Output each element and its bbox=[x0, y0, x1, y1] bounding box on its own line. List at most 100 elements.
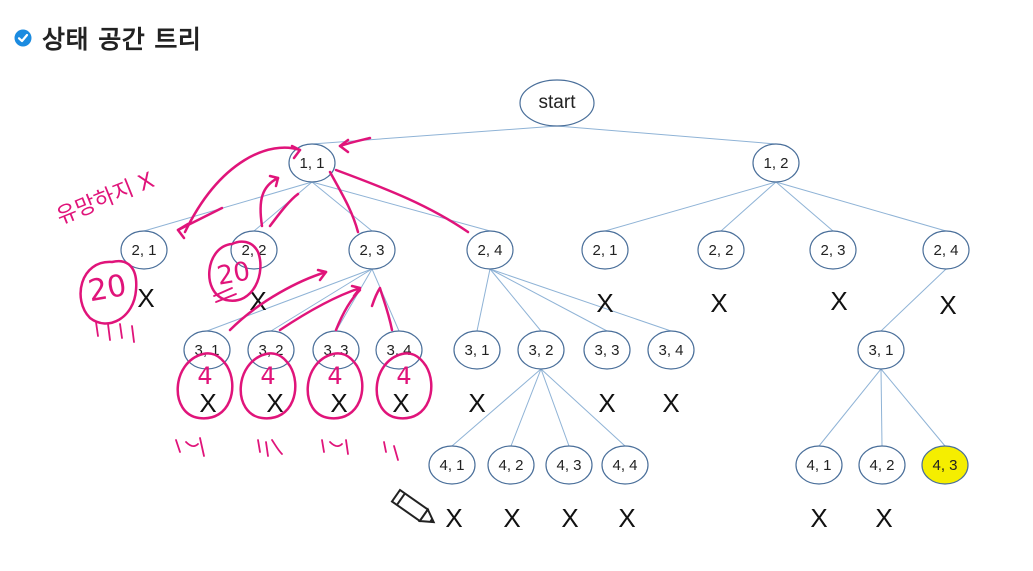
tree-edge bbox=[880, 268, 947, 332]
prune-x-mark: X bbox=[939, 290, 956, 320]
tree-edge bbox=[489, 268, 608, 332]
annotation-scribble bbox=[257, 439, 283, 457]
node-label: 3, 4 bbox=[658, 342, 683, 359]
tree-node: 2, 2 bbox=[697, 230, 745, 270]
node-shape bbox=[697, 230, 745, 270]
annotation-circled-number: 4 bbox=[396, 362, 411, 390]
node-label: 2, 1 bbox=[131, 242, 156, 259]
annotation-scribble bbox=[175, 437, 205, 457]
node-shape bbox=[487, 445, 535, 485]
prune-x-mark: X bbox=[710, 288, 727, 318]
node-shape bbox=[375, 330, 423, 370]
check-circle-icon bbox=[14, 29, 32, 47]
tree-edge bbox=[540, 368, 570, 447]
tree-node: 4, 3 bbox=[921, 445, 969, 485]
tree-edge bbox=[556, 125, 777, 145]
annotation-arrow bbox=[334, 288, 362, 332]
tree-node: start bbox=[519, 79, 595, 127]
annotation-circle bbox=[306, 352, 364, 420]
node-shape bbox=[647, 330, 695, 370]
tree-edge bbox=[510, 368, 542, 447]
annotation-circle bbox=[79, 259, 138, 325]
page-header: 상태 공간 트리 bbox=[14, 20, 201, 56]
tree-node: 1, 2 bbox=[752, 143, 800, 183]
tree-node: 2, 4 bbox=[922, 230, 970, 270]
tree-node: 2, 1 bbox=[120, 230, 168, 270]
annotation-arrow bbox=[259, 176, 280, 228]
annotation-arrow-head bbox=[268, 174, 280, 188]
node-label: 2, 2 bbox=[708, 242, 733, 259]
annotation-arrow-head bbox=[338, 138, 350, 154]
prune-x-mark: X bbox=[503, 503, 520, 533]
annotation-circle bbox=[208, 240, 262, 302]
tree-node: 3, 4 bbox=[647, 330, 695, 370]
node-shape bbox=[120, 230, 168, 270]
node-label: 2, 4 bbox=[933, 242, 958, 259]
tree-node: 4, 2 bbox=[858, 445, 906, 485]
tree-edge bbox=[311, 181, 491, 232]
tree-edge bbox=[451, 368, 542, 447]
tree-node: 3, 3 bbox=[583, 330, 631, 370]
annotation-arrow-head bbox=[316, 268, 328, 282]
node-shape bbox=[247, 330, 295, 370]
annotation-scribble bbox=[321, 439, 349, 455]
node-label: 1, 1 bbox=[299, 155, 324, 172]
node-label: 3, 3 bbox=[594, 342, 619, 359]
annotation-arrow bbox=[228, 270, 328, 332]
annotation-circled-number: 4 bbox=[260, 362, 275, 390]
prune-x-mark: X bbox=[468, 388, 485, 418]
tree-node: 3, 1 bbox=[453, 330, 501, 370]
node-shape bbox=[428, 445, 476, 485]
node-shape bbox=[752, 143, 800, 183]
prune-x-mark: X bbox=[618, 503, 635, 533]
tree-node: 4, 1 bbox=[428, 445, 476, 485]
annotation-circled-number: 20 bbox=[86, 268, 130, 309]
node-shape bbox=[857, 330, 905, 370]
prune-x-mark: X bbox=[199, 388, 216, 418]
tree-node: 1, 1 bbox=[288, 143, 336, 183]
tree-edge bbox=[720, 181, 777, 232]
tree-edge bbox=[880, 368, 946, 447]
node-label: 4, 1 bbox=[806, 457, 831, 474]
tree-edges bbox=[143, 125, 947, 447]
prune-x-mark: X bbox=[392, 388, 409, 418]
annotation-arrow bbox=[370, 286, 394, 332]
highlighted-node-shape bbox=[921, 445, 969, 485]
pencil-stripe bbox=[396, 492, 406, 506]
node-label: 3, 1 bbox=[464, 342, 489, 359]
annotation-scribble bbox=[213, 287, 237, 303]
tree-edge bbox=[371, 268, 400, 332]
node-label: 2, 3 bbox=[359, 242, 384, 259]
node-shape bbox=[858, 445, 906, 485]
tree-node: 2, 3 bbox=[809, 230, 857, 270]
node-shape bbox=[183, 330, 231, 370]
node-shape bbox=[517, 330, 565, 370]
annotation-circle bbox=[176, 352, 234, 420]
tree-node: 3, 2 bbox=[517, 330, 565, 370]
tree-node: 3, 4 bbox=[375, 330, 423, 370]
tree-node: 2, 1 bbox=[581, 230, 629, 270]
annotation-circled-number: 20 bbox=[215, 256, 253, 291]
prune-x-mark: X bbox=[445, 503, 462, 533]
node-shape bbox=[545, 445, 593, 485]
node-label: 2, 3 bbox=[820, 242, 845, 259]
annotation-arrow bbox=[183, 146, 302, 234]
annotation-circled-number: 4 bbox=[197, 362, 212, 390]
prune-x-mark: X bbox=[598, 388, 615, 418]
node-shape bbox=[348, 230, 396, 270]
annotation-circle bbox=[375, 352, 433, 420]
tree-edge bbox=[335, 268, 373, 332]
node-shape bbox=[601, 445, 649, 485]
annotation-arrow bbox=[268, 192, 300, 228]
node-label: 1, 2 bbox=[763, 155, 788, 172]
node-label: 4, 4 bbox=[612, 457, 637, 474]
annotation-arrow bbox=[328, 170, 360, 234]
node-shape bbox=[795, 445, 843, 485]
tree-node: 4, 4 bbox=[601, 445, 649, 485]
annotation-arrow-head bbox=[290, 144, 302, 160]
node-shape bbox=[453, 330, 501, 370]
tree-edge bbox=[775, 181, 834, 232]
node-shape bbox=[809, 230, 857, 270]
